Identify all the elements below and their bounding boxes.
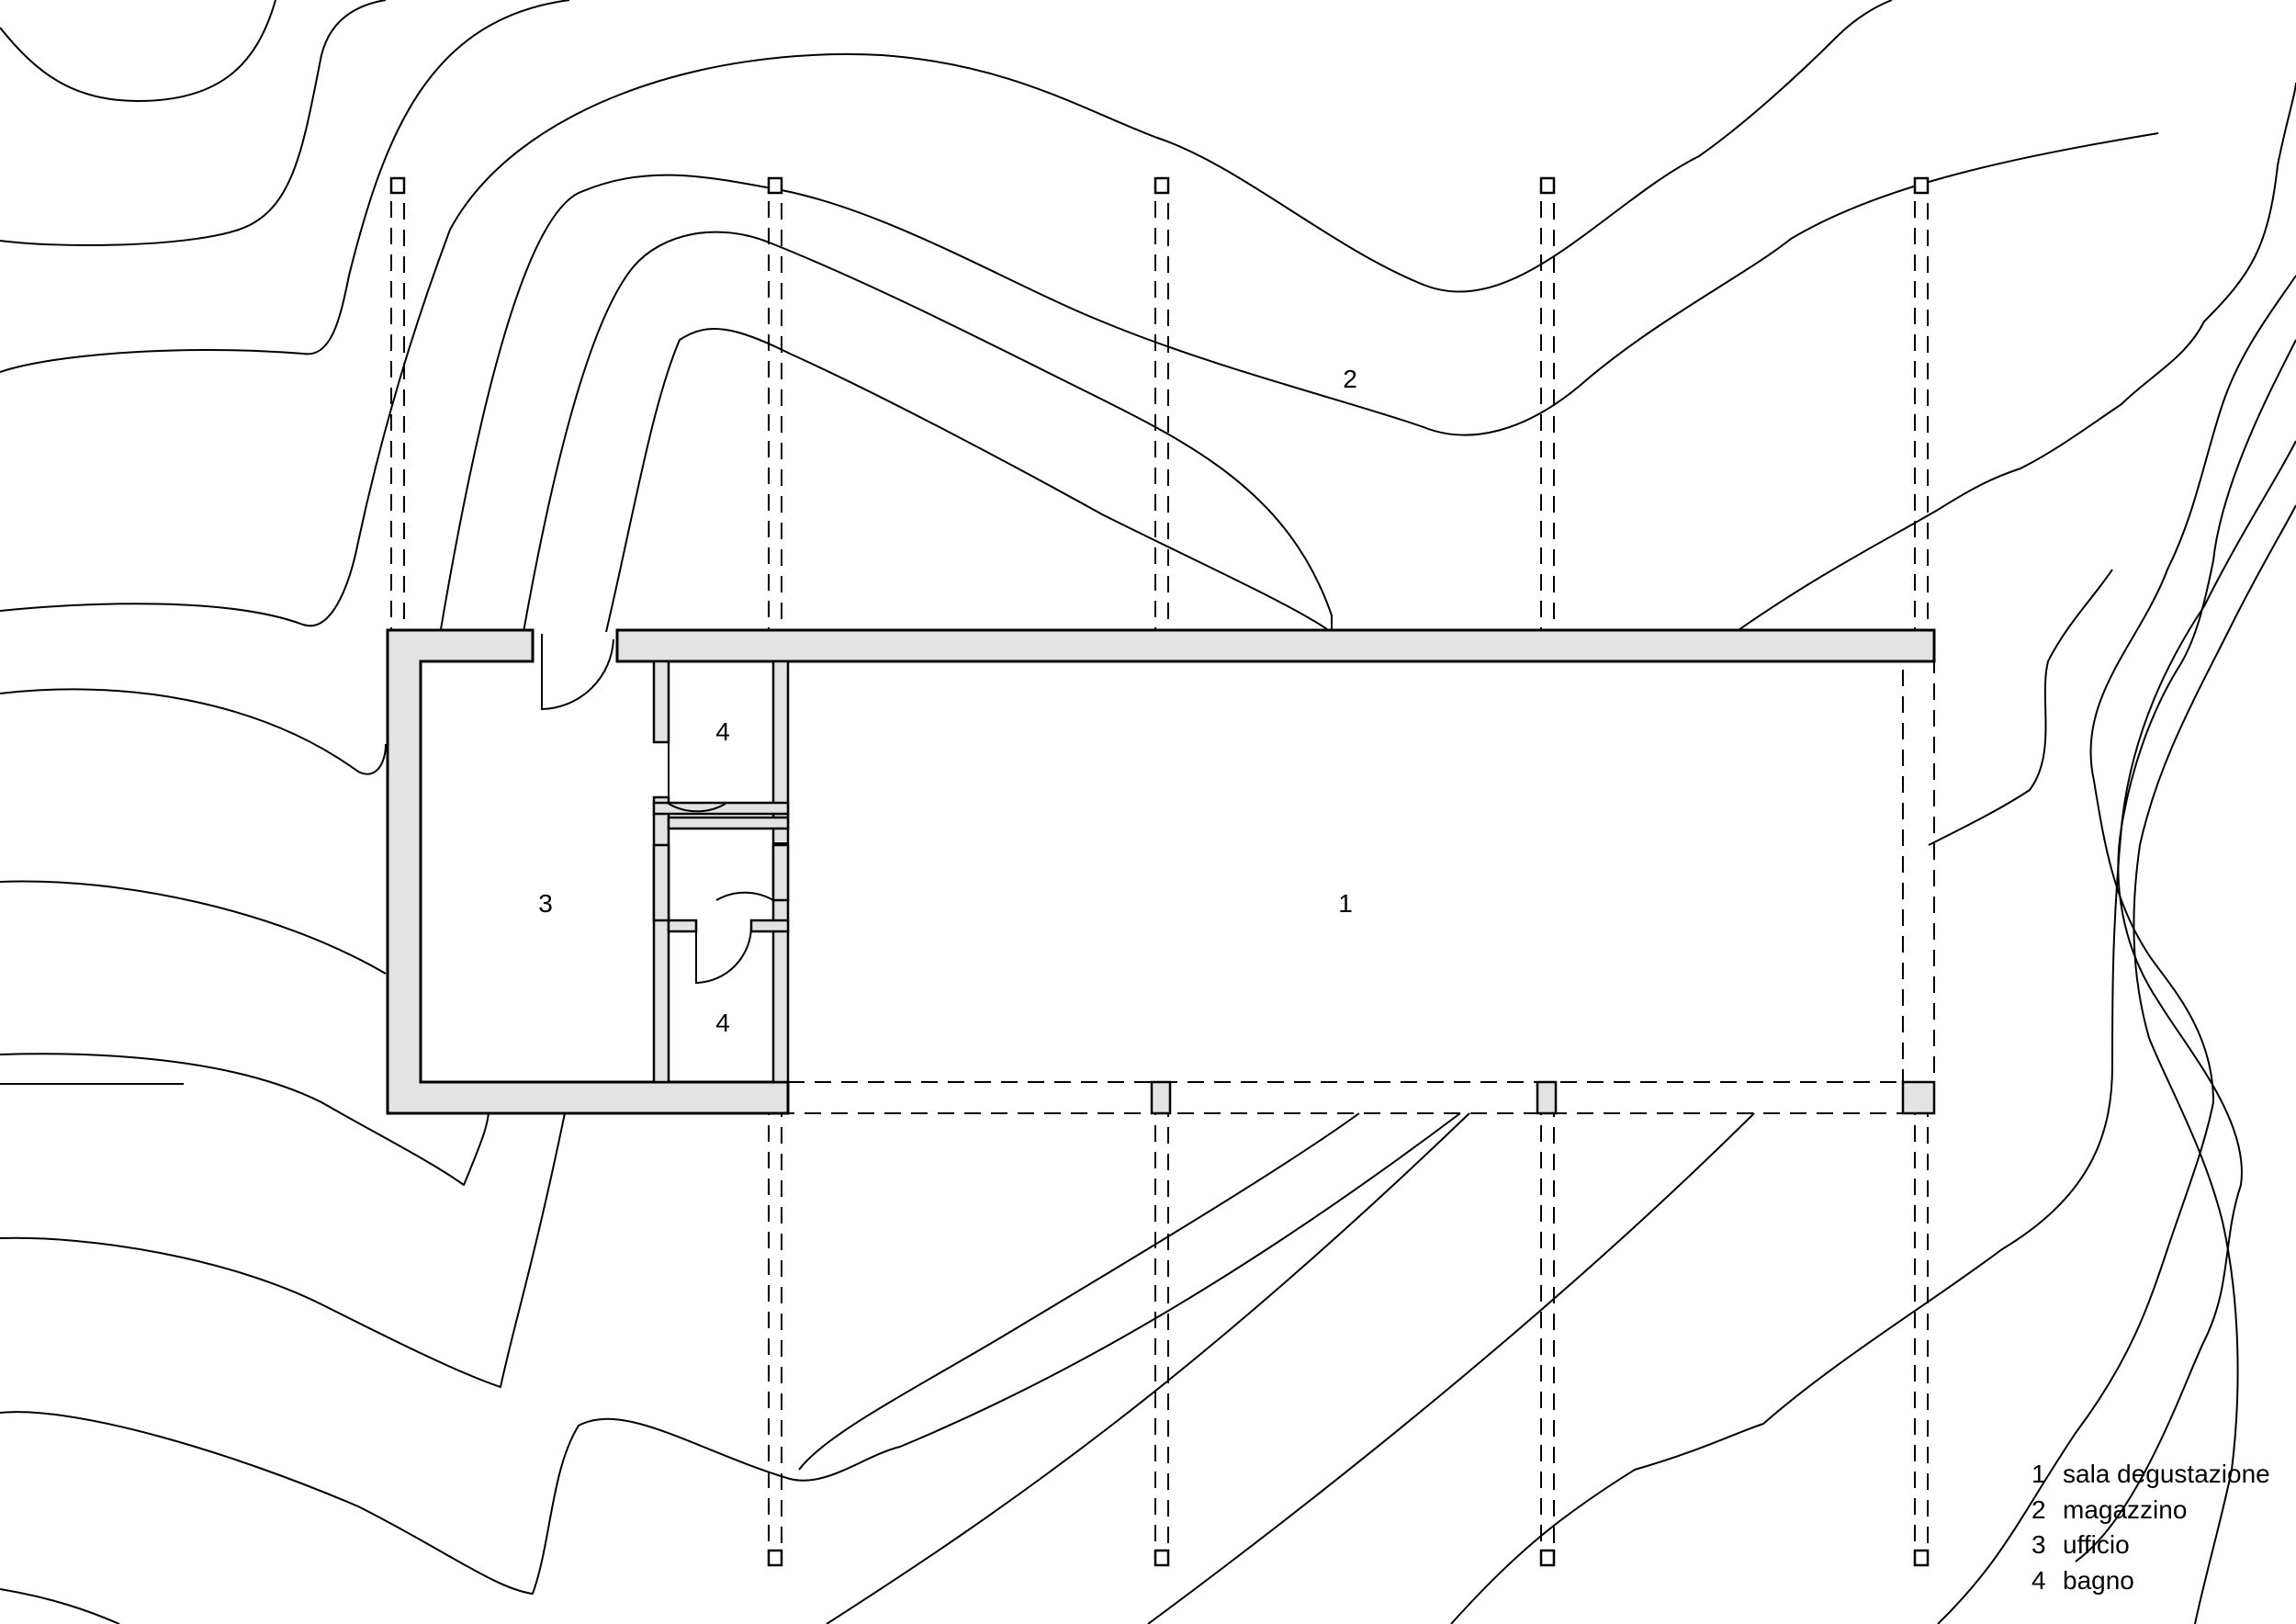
legend-item: 2 magazzino bbox=[2032, 1493, 2270, 1528]
column bbox=[767, 1549, 783, 1567]
contour-line bbox=[1735, 82, 2296, 633]
room-number-bagno-upper: 4 bbox=[715, 717, 730, 746]
interior-wall bbox=[667, 919, 698, 933]
room-number-sala-degustazione: 1 bbox=[1338, 889, 1353, 918]
legend: 1 sala degustazione 2 magazzino 3 ufficio 4… bbox=[2032, 1457, 2270, 1598]
column bbox=[1539, 176, 1556, 195]
beam bbox=[1154, 1112, 1169, 1555]
contour-line bbox=[0, 0, 276, 102]
legend-item: 4 bagno bbox=[2032, 1563, 2270, 1599]
interior-wall bbox=[771, 843, 790, 902]
column bbox=[1913, 176, 1930, 195]
interior-wall bbox=[667, 816, 790, 830]
legend-label: ufficio bbox=[2063, 1530, 2130, 1559]
room-number-bagno-lower: 4 bbox=[715, 1009, 730, 1037]
legend-item: 1 sala degustazione bbox=[2032, 1457, 2270, 1493]
beam bbox=[768, 1112, 782, 1555]
legend-label: sala degustazione bbox=[2063, 1460, 2270, 1488]
legend-number: 3 bbox=[2032, 1530, 2046, 1559]
legend-label: magazzino bbox=[2063, 1494, 2188, 1524]
exterior-wall bbox=[386, 628, 790, 1115]
door-swing bbox=[668, 742, 726, 813]
column bbox=[389, 176, 406, 195]
beam bbox=[1540, 1112, 1555, 1555]
column bbox=[1150, 1080, 1172, 1115]
contour-line bbox=[0, 1588, 120, 1624]
contour-line bbox=[826, 1112, 1470, 1624]
overhang-edge bbox=[787, 1081, 1935, 1114]
legend-item: 3 ufficio bbox=[2032, 1528, 2270, 1563]
roof-structure bbox=[389, 176, 1936, 1567]
contour-line bbox=[523, 231, 1333, 633]
room-number-ufficio: 3 bbox=[538, 889, 553, 918]
contour-line bbox=[0, 688, 387, 775]
exterior-wall bbox=[615, 628, 1936, 663]
beam bbox=[390, 188, 405, 631]
contour-line bbox=[0, 1053, 490, 1186]
contour-line bbox=[605, 328, 1328, 633]
column bbox=[767, 176, 783, 195]
door-swing bbox=[695, 925, 752, 985]
contour-line bbox=[0, 0, 387, 246]
column bbox=[1539, 1549, 1556, 1567]
beam bbox=[1914, 1112, 1929, 1555]
interior-wall bbox=[652, 843, 670, 922]
beam bbox=[768, 188, 782, 631]
column bbox=[1154, 176, 1170, 195]
legend-number: 2 bbox=[2032, 1494, 2046, 1524]
column bbox=[1154, 1549, 1170, 1567]
beam bbox=[1914, 188, 1929, 631]
interior-wall bbox=[652, 660, 670, 744]
beam bbox=[1154, 188, 1169, 631]
legend-label: bagno bbox=[2063, 1565, 2134, 1595]
column bbox=[1536, 1080, 1558, 1115]
room-labels: 1 2 3 4 4 bbox=[538, 365, 1357, 1037]
overhang-edge bbox=[1902, 660, 1935, 1083]
legend-number: 4 bbox=[2032, 1565, 2046, 1595]
contour-line bbox=[0, 0, 570, 373]
interior-wall bbox=[652, 801, 790, 816]
contour-line bbox=[1147, 1112, 1755, 1624]
contour-line bbox=[0, 0, 1893, 627]
room-number-magazzino: 2 bbox=[1343, 365, 1357, 393]
interior-wall bbox=[749, 919, 790, 933]
column bbox=[1913, 1549, 1930, 1567]
walls bbox=[386, 628, 1936, 1115]
contour-line bbox=[0, 1112, 1461, 1595]
interior-wall bbox=[652, 795, 670, 1084]
legend-number: 1 bbox=[2032, 1460, 2046, 1488]
contour-line bbox=[2075, 440, 2296, 1562]
contour-line bbox=[1928, 569, 2113, 846]
contour-line bbox=[0, 1112, 566, 1388]
column bbox=[1901, 1080, 1936, 1115]
door-swing bbox=[541, 634, 614, 711]
doors bbox=[541, 634, 788, 985]
contour-line bbox=[0, 880, 387, 975]
contour-line bbox=[798, 1112, 1360, 1471]
door-swing bbox=[715, 843, 774, 902]
contour-line bbox=[2133, 504, 2296, 1624]
contour-line bbox=[1937, 275, 2296, 1624]
contour-line bbox=[1450, 339, 2296, 1624]
contour-line bbox=[440, 132, 2159, 630]
